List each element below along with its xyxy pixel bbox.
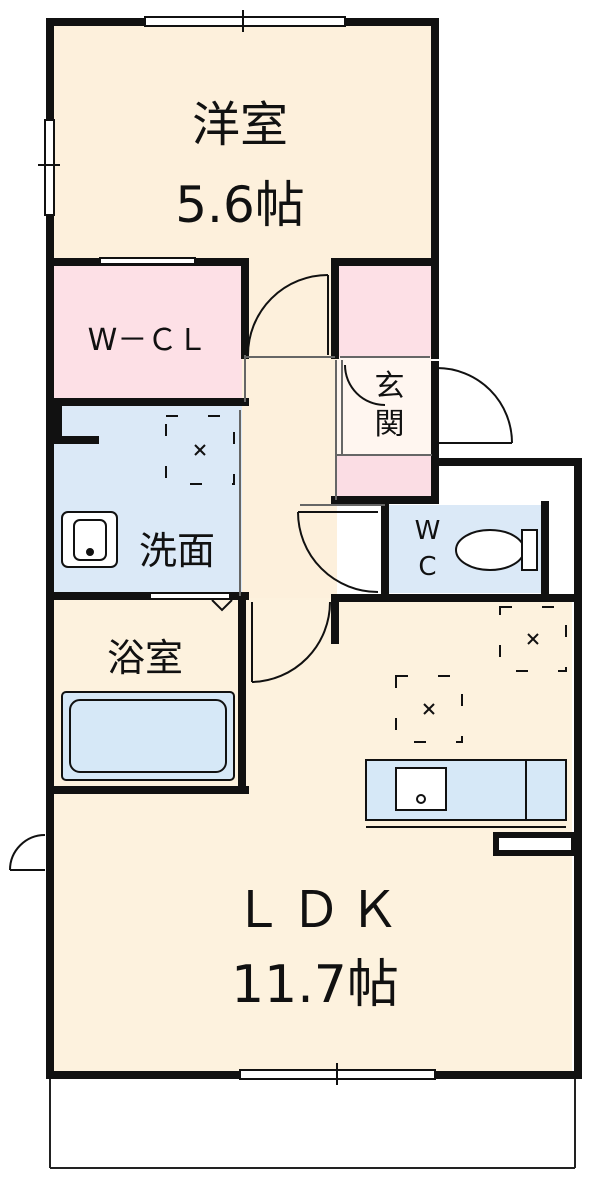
wc-name: W C bbox=[414, 516, 441, 582]
windows bbox=[38, 10, 436, 1085]
western-room-name: 洋室 bbox=[191, 97, 288, 153]
ldk-fill bbox=[52, 598, 572, 1073]
hall-lines bbox=[239, 355, 432, 596]
bathtub bbox=[61, 691, 235, 781]
ldk-name: ＬＤＫ bbox=[233, 881, 407, 939]
wcl-fill bbox=[52, 262, 242, 402]
wcl-name: W－ＣＬ bbox=[87, 323, 208, 358]
washroom-name: 洗面 bbox=[138, 529, 215, 573]
toilet bbox=[455, 529, 538, 571]
washbasin bbox=[61, 511, 118, 568]
kitchen-counter bbox=[365, 759, 577, 856]
ceiling-x bbox=[194, 444, 539, 715]
entrance-step-fill bbox=[337, 455, 432, 497]
western-room-fill bbox=[52, 22, 432, 262]
ceiling-marks bbox=[165, 415, 567, 743]
walls bbox=[46, 18, 582, 1079]
balcony bbox=[49, 1075, 576, 1169]
storage-fill bbox=[337, 262, 432, 357]
ldk-size: 11.7帖 bbox=[231, 955, 399, 1015]
doors bbox=[9, 257, 513, 871]
entrance-name: 玄 関 bbox=[374, 369, 405, 442]
ldk-corridor-fill bbox=[242, 598, 337, 608]
bath-name: 浴室 bbox=[106, 636, 183, 680]
western-room-size: 5.6帖 bbox=[175, 176, 305, 234]
hall-fill bbox=[242, 262, 337, 602]
